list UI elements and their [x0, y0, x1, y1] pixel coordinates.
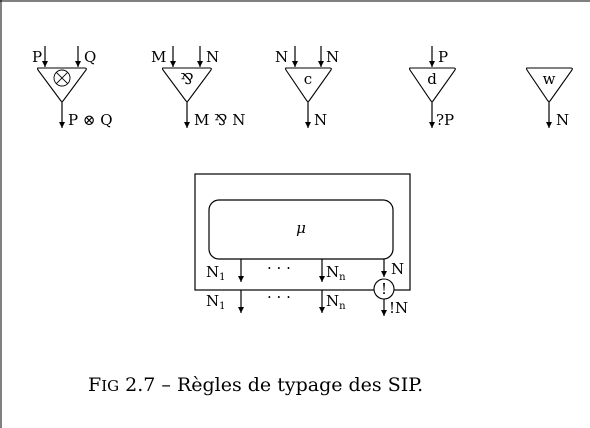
dereliction-output-label: ?P [436, 111, 454, 129]
mu-label: μ [296, 219, 306, 237]
inner-dots: · · · [267, 259, 291, 277]
dereliction-input-label: P [438, 48, 448, 66]
contraction-output-label: N [314, 111, 327, 129]
inner-bang-input-label: N [391, 260, 404, 278]
tensor-output-label: P ⊗ Q [68, 111, 113, 129]
dereliction-symbol: d [427, 70, 437, 88]
dereliction-rule: d P ?P [408, 46, 456, 129]
weakening-output-label: N [556, 111, 569, 129]
promotion-outer-box [194, 173, 411, 291]
contraction-node-triangle [284, 67, 332, 103]
contraction-rule: c N N N [275, 46, 339, 129]
contraction-symbol: c [304, 70, 312, 88]
tensor-node-triangle [36, 67, 87, 103]
tensor-rule: P Q P ⊗ Q [32, 46, 113, 129]
par-input-1-label: M [151, 48, 166, 66]
tensor-input-1-label: P [32, 48, 42, 66]
weakening-node-triangle [525, 67, 573, 103]
mu-inner-box [208, 199, 394, 260]
caption-text: 2.7 – Règles de typage des SIP. [119, 374, 423, 396]
outer-bang-output-label: !N [389, 299, 408, 317]
par-node-triangle [161, 67, 212, 103]
outer-dots: · · · [267, 288, 291, 306]
figure-caption: FIG 2.7 – Règles de typage des SIP. [88, 374, 423, 396]
par-rule: ⅋ M N M ⅋ N [151, 46, 245, 129]
weakening-symbol: w [543, 70, 556, 88]
par-output-label: M ⅋ N [194, 111, 245, 129]
contraction-input-1-label: N [275, 48, 288, 66]
par-symbol: ⅋ [180, 70, 193, 88]
weakening-rule: w N [525, 67, 573, 129]
outer-output-1-label: N1 [206, 292, 226, 312]
tensor-input-2-label: Q [84, 48, 96, 66]
promotion-rule: μ N1 · · · Nn N ! N1 · · · Nn !N [194, 173, 411, 317]
caption-fig-smallcaps: IG [101, 377, 119, 395]
outer-output-n-label: Nn [326, 292, 346, 312]
inner-output-n-label: Nn [326, 263, 346, 283]
caption-fig-initial: F [88, 374, 101, 396]
tensor-symbol-circle [53, 69, 71, 87]
inner-output-1-label: N1 [206, 263, 226, 283]
dereliction-node-triangle [408, 67, 456, 103]
par-input-2-label: N [206, 48, 219, 66]
contraction-input-2-label: N [326, 48, 339, 66]
bang-symbol: ! [381, 280, 387, 298]
